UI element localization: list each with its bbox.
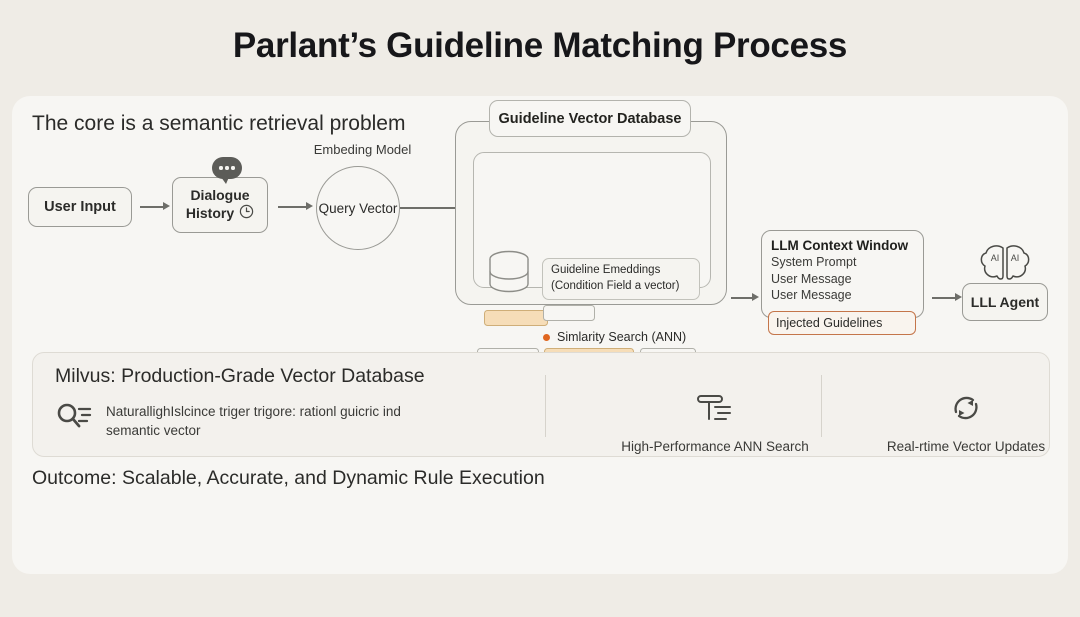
connector-user-to-dialogue	[140, 206, 164, 208]
node-user-input[interactable]: User Input	[28, 187, 132, 227]
chat-bubble-icon	[212, 157, 242, 184]
vector-database-badge: Guideline Vector Database	[489, 100, 691, 137]
arrowhead-dialogue-to-query	[306, 202, 313, 210]
svg-text:AI: AI	[1011, 253, 1020, 263]
milvus-feature-semantic: NaturallighIslcince triger trigore: rati…	[55, 401, 456, 440]
similarity-dot-icon	[543, 333, 550, 341]
lll-agent-label: LLL Agent	[970, 294, 1040, 310]
connector-dialogue-to-query	[278, 206, 308, 208]
similarity-search-row: Simlarity Search (ANN)	[543, 330, 686, 344]
embeddings-line1: Guideline Emeddings	[551, 264, 661, 276]
filter-ann-icon	[696, 391, 734, 430]
node-query-vector[interactable]: Query Vector	[316, 166, 400, 250]
dialogue-history-label-line2: History	[185, 205, 235, 221]
outcome-text: Outcome: Scalable, Accurate, and Dynamic…	[32, 467, 545, 489]
connector-query-to-vectordb	[400, 207, 458, 209]
llm-line-user-message-1: User Message	[771, 271, 852, 286]
clock-icon	[239, 204, 254, 224]
milvus-divider-2	[821, 375, 823, 437]
vector-bar-plain-1	[543, 305, 595, 321]
connector-vectordb-to-llm	[731, 297, 753, 299]
user-input-label: User Input	[44, 199, 116, 215]
node-lll-agent[interactable]: LLL Agent	[962, 283, 1048, 321]
arrowhead-vectordb-to-llm	[752, 293, 759, 301]
refresh-cycle-icon	[949, 391, 983, 430]
llm-line-system-prompt: System Prompt	[771, 255, 857, 269]
milvus-divider-1	[545, 375, 547, 437]
dialogue-history-label-line1: Dialogue	[190, 186, 250, 203]
brain-ai-icon: AI AI	[973, 240, 1037, 293]
vector-bar-orange-1	[484, 310, 548, 326]
llm-line-user-message-2: User Message	[771, 288, 852, 302]
milvus-feature-ann: High-Performance ANN Search	[581, 391, 849, 454]
search-list-icon	[55, 401, 93, 438]
milvus-panel: Milvus: Production-Grade Vector Database…	[32, 352, 1050, 457]
llm-context-title: LLM Context Window	[771, 238, 909, 253]
milvus-feature-updates-label: Real-rtime Vector Updates	[886, 439, 1046, 454]
embedding-model-label: Embeding Model	[313, 142, 412, 157]
card-subtitle: The core is a semantic retrieval problem	[32, 112, 406, 135]
query-vector-label: Query Vector	[318, 200, 398, 216]
arrowhead-user-to-dialogue	[163, 202, 170, 210]
arrowhead-llm-to-agent	[955, 293, 962, 301]
milvus-feature-semantic-text: NaturallighIslcince triger trigore: rati…	[106, 404, 401, 438]
node-dialogue-history[interactable]: Dialogue History	[172, 177, 268, 233]
milvus-feature-ann-label: High-Performance ANN Search	[621, 439, 809, 454]
guideline-embeddings-box: Guideline Emeddings (Condition Field a v…	[542, 258, 700, 300]
similarity-search-label: Simlarity Search (ANN)	[557, 330, 687, 344]
page-title: Parlant’s Guideline Matching Process	[232, 26, 848, 65]
milvus-title: Milvus: Production-Grade Vector Database	[55, 365, 425, 387]
llm-context-window-panel: LLM Context Window System Prompt User Me…	[761, 230, 924, 318]
embeddings-line2: (Condition Field a vector)	[551, 279, 680, 292]
connector-llm-to-agent	[932, 297, 956, 299]
injected-guidelines-badge[interactable]: Injected Guidelines	[768, 311, 916, 335]
svg-text:AI: AI	[991, 253, 1000, 263]
milvus-feature-updates: Real-rtime Vector Updates	[851, 391, 1080, 454]
database-cylinder-icon	[486, 250, 532, 301]
